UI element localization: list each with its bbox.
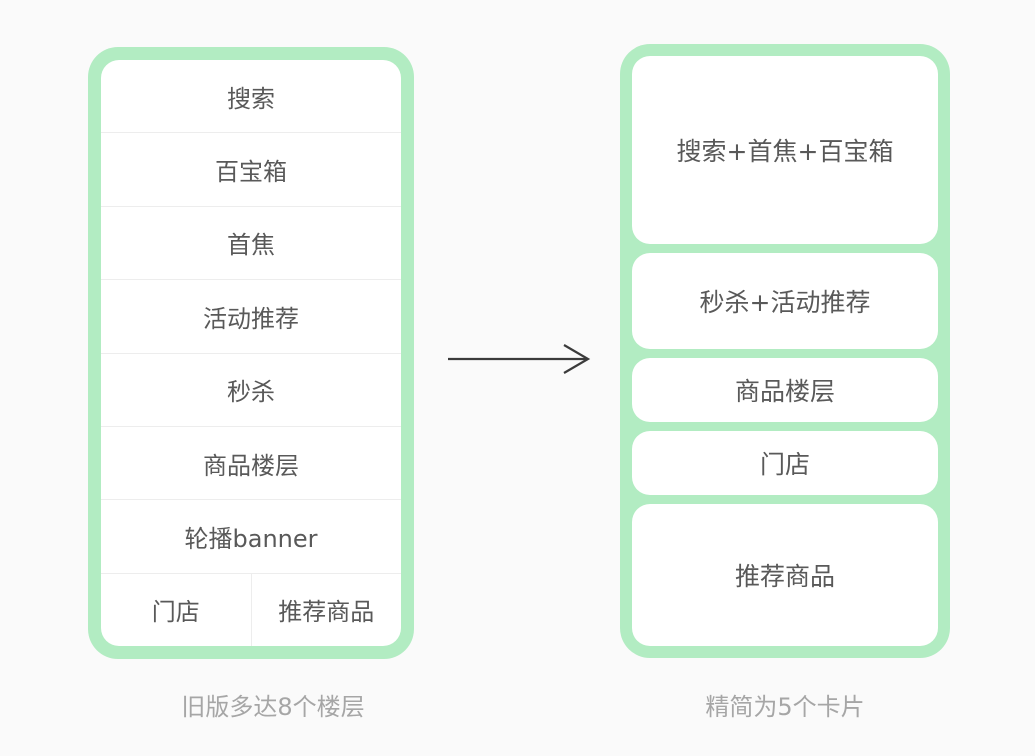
list-item-store: 门店 [101, 574, 251, 646]
list-item-label: 首焦 [227, 231, 275, 260]
card-search-hero-toolbox: 搜索+首焦+百宝箱 [632, 56, 938, 244]
list-item-split-row: 门店 推荐商品 [101, 572, 402, 646]
old-layout-list: 搜索 百宝箱 首焦 活动推荐 秒杀 商品楼层 轮播banner 门店 [101, 60, 401, 646]
list-item-recommended: 推荐商品 [250, 573, 402, 646]
list-item-search: 搜索 [101, 60, 401, 132]
old-layout-caption: 旧版多达8个楼层 [181, 693, 365, 721]
list-item-product-floor: 商品楼层 [101, 425, 401, 499]
new-layout-caption: 精简为5个卡片 [705, 693, 865, 721]
card-product-floor: 商品楼层 [632, 358, 938, 422]
list-item-toolbox: 百宝箱 [101, 132, 401, 205]
new-layout-panel: 搜索+首焦+百宝箱 秒杀+活动推荐 商品楼层 门店 推荐商品 [620, 44, 950, 658]
list-item-activity: 活动推荐 [101, 279, 401, 352]
card-label: 商品楼层 [734, 377, 835, 406]
list-item-flash-sale: 秒杀 [101, 352, 401, 426]
card-label: 秒杀+活动推荐 [699, 288, 871, 317]
list-item-label: 轮播banner [184, 524, 318, 553]
card-label: 推荐商品 [734, 562, 835, 591]
card-store: 门店 [632, 431, 938, 495]
list-item-label: 搜索 [227, 84, 275, 113]
card-flashsale-activity: 秒杀+活动推荐 [632, 253, 938, 349]
list-item-label: 百宝箱 [215, 158, 287, 187]
list-item-label: 秒杀 [227, 378, 275, 407]
list-item-label: 商品楼层 [203, 451, 299, 480]
old-layout-panel: 搜索 百宝箱 首焦 活动推荐 秒杀 商品楼层 轮播banner 门店 [88, 47, 414, 659]
list-item-carousel-banner: 轮播banner [101, 499, 401, 572]
right-arrow-icon [448, 344, 591, 374]
card-label: 搜索+首焦+百宝箱 [676, 137, 894, 166]
card-label: 门店 [759, 450, 810, 479]
card-recommended-products: 推荐商品 [632, 504, 938, 646]
list-item-label: 活动推荐 [203, 304, 299, 333]
list-item-label: 门店 [151, 598, 200, 627]
list-item-hero: 首焦 [101, 205, 401, 279]
list-item-label: 推荐商品 [278, 598, 375, 627]
